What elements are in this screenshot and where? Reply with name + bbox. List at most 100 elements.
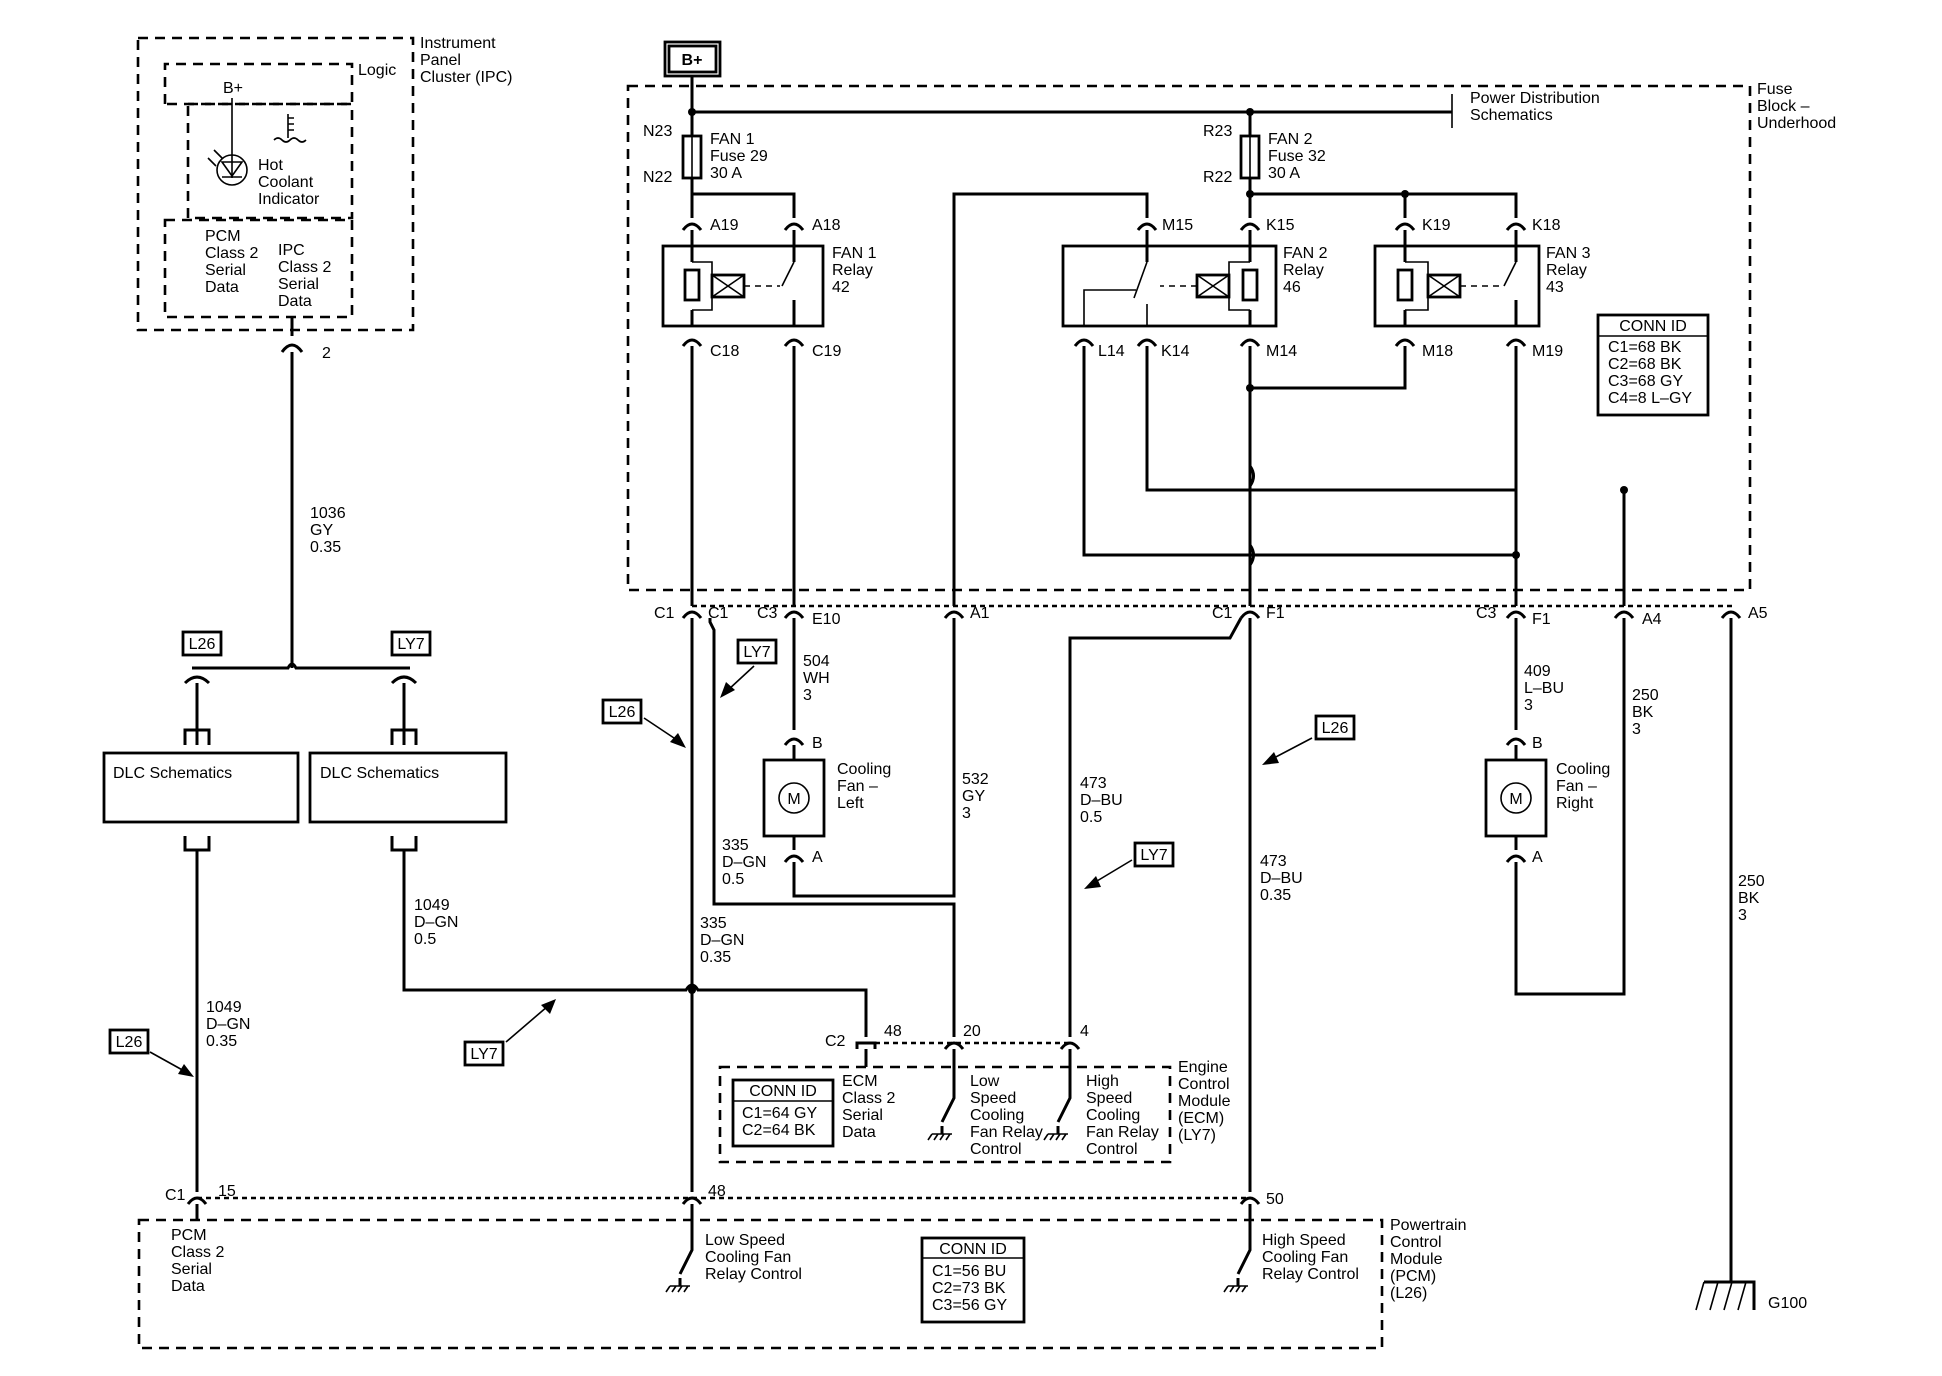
svg-text:C3: C3 [1476, 605, 1497, 622]
svg-text:K18: K18 [1532, 217, 1561, 234]
hot-coolant-indicator-lamp-icon [207, 149, 248, 186]
svg-text:LY7: LY7 [397, 636, 424, 653]
svg-text:LY7: LY7 [470, 1046, 497, 1063]
svg-text:C18: C18 [710, 343, 739, 360]
svg-text:M: M [787, 791, 800, 808]
svg-text:F1: F1 [1266, 605, 1285, 622]
svg-text:A19: A19 [710, 217, 739, 234]
svg-text:F1: F1 [1532, 611, 1551, 628]
svg-text:CONN ID: CONN ID [1619, 318, 1687, 335]
svg-text:CONN ID: CONN ID [939, 1241, 1007, 1258]
svg-text:C1: C1 [654, 605, 675, 622]
svg-text:L26: L26 [1322, 720, 1349, 737]
svg-text:DLC Schematics: DLC Schematics [113, 765, 232, 782]
wire-532 [792, 618, 956, 898]
dlc-schematics-left [102, 751, 300, 824]
svg-text:R22: R22 [1203, 169, 1232, 186]
svg-text:N22: N22 [643, 169, 672, 186]
svg-text:L26: L26 [116, 1034, 143, 1051]
svg-text:2: 2 [322, 345, 331, 362]
wire-1049-ecm [402, 850, 868, 1037]
svg-text:15: 15 [218, 1183, 236, 1200]
svg-text:B: B [1532, 735, 1543, 752]
tag-l26-335: L26 [601, 698, 686, 748]
tag-ly7-473: LY7 [1084, 841, 1175, 889]
svg-text:C1: C1 [1212, 605, 1233, 622]
svg-text:A: A [1532, 849, 1543, 866]
svg-text:K19: K19 [1422, 217, 1451, 234]
svg-text:C19: C19 [812, 343, 841, 360]
svg-text:M15: M15 [1162, 217, 1193, 234]
svg-text:G100: G100 [1768, 1295, 1807, 1312]
tag-ly7-335: LY7 [720, 638, 778, 698]
svg-text:48: 48 [708, 1183, 726, 1200]
svg-text:M19: M19 [1532, 343, 1563, 360]
svg-text:B: B [812, 735, 823, 752]
svg-text:4: 4 [1080, 1023, 1089, 1040]
tag-l26-473: L26 [1262, 714, 1356, 765]
svg-text:B+: B+ [223, 80, 243, 97]
svg-text:L26: L26 [189, 636, 216, 653]
svg-text:50: 50 [1266, 1191, 1284, 1208]
svg-text:R23: R23 [1203, 123, 1232, 140]
svg-text:20: 20 [963, 1023, 981, 1040]
svg-text:A4: A4 [1642, 611, 1662, 628]
svg-text:LY7: LY7 [1140, 847, 1167, 864]
svg-text:C2: C2 [825, 1033, 846, 1050]
svg-text:M14: M14 [1266, 343, 1297, 360]
svg-text:K15: K15 [1266, 217, 1295, 234]
svg-text:A5: A5 [1748, 605, 1768, 622]
tag-ly7-dlc: LY7 [390, 630, 432, 657]
svg-text:C1: C1 [165, 1187, 186, 1204]
wire-473-ecm [1068, 617, 1243, 1037]
svg-text:A18: A18 [812, 217, 841, 234]
svg-text:L14: L14 [1098, 343, 1125, 360]
svg-text:LY7: LY7 [743, 644, 770, 661]
svg-text:Logic: Logic [358, 62, 396, 79]
svg-text:DLC Schematics: DLC Schematics [320, 765, 439, 782]
svg-text:M: M [1509, 791, 1522, 808]
svg-text:E10: E10 [812, 611, 841, 628]
tag-l26-dlc: L26 [181, 630, 223, 657]
tag-ly7-1049: LY7 [463, 999, 556, 1067]
